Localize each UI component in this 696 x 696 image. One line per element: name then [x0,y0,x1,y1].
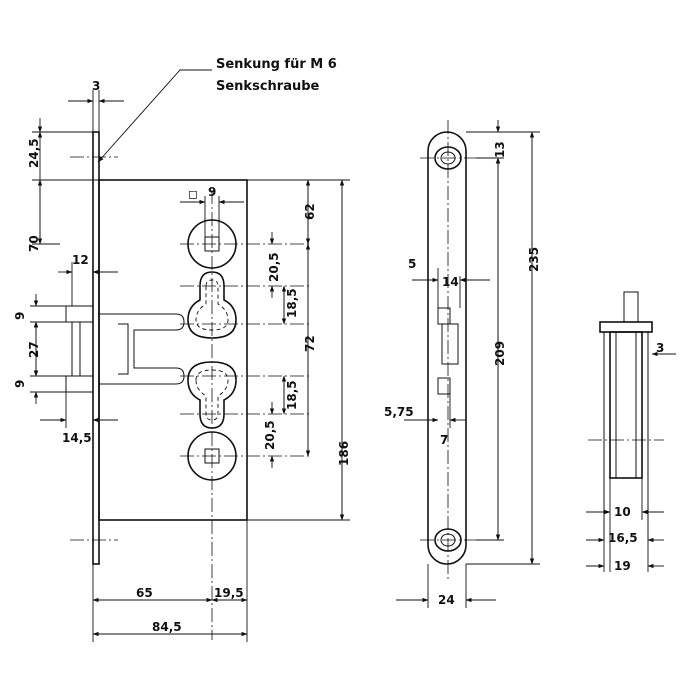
square-symbol: ◻ [188,187,198,201]
side-latch [623,291,639,323]
dim-label-18-5-bottom: 18,5 [285,380,299,410]
front-faceplate [92,131,100,565]
dim-faceplate-5: 5 [408,257,439,308]
dim-label-9-follower: 9 [208,185,216,199]
follower-bottom [180,431,312,481]
dim-side-3: 3 [651,341,676,357]
dim-side-bottom: 10 16,5 19 [586,478,664,573]
dim-faceplate-5-75: 5,75 [384,405,439,423]
dim-label-27: 27 [27,341,41,358]
follower-top [180,190,312,640]
faceplate-view: 5 14 5,75 7 13 209 [384,120,541,608]
dim-faceplate-14: 14 [442,275,490,308]
dim-faceplate-7: 7 [440,394,466,447]
dim-label-62: 62 [303,203,317,220]
dim-label-5-75: 5,75 [384,405,414,419]
dim-label-16-5: 16,5 [608,531,638,545]
side-view: 3 10 16,5 19 [586,291,676,573]
side-case-body [609,331,643,479]
dim-label-5: 5 [408,257,416,271]
latch-bolt [65,305,185,393]
dim-label-84-5: 84,5 [152,620,182,634]
note-leader [97,69,212,163]
dim-follower-diameter: ◻ 9 [180,185,244,237]
dim-label-18-5-top: 18,5 [285,288,299,318]
dim-label-65: 65 [136,586,153,600]
dim-label-14-5: 14,5 [62,431,92,445]
dim-label-12: 12 [72,253,89,267]
dim-label-19: 19 [614,559,631,573]
dim-left-chain: 24,5 70 [27,118,99,252]
front-view: 3 24,5 70 12 [13,79,351,642]
faceplate-latch-opening [437,307,459,395]
dim-latch-chain: 9 27 9 [13,294,72,404]
cylinder-cutout-1 [180,271,312,339]
dim-label-24: 24 [438,593,455,607]
dim-label-10: 10 [614,505,631,519]
dim-latch-width: 12 [58,253,118,306]
countersink-note: Senkung für M 6 Senkschraube [97,57,337,163]
dim-label-24-5: 24,5 [27,138,41,168]
side-faceplate-top [599,321,653,333]
dim-label-209: 209 [493,341,507,366]
dim-label-9-bottom: 9 [13,380,27,388]
dim-latch-projection: 14,5 [40,392,118,445]
dim-label-7: 7 [440,433,448,447]
dim-label-13: 13 [493,141,507,158]
dim-label-20-5-top: 20,5 [267,252,281,282]
dim-label-20-5-bottom: 20,5 [263,420,277,450]
dim-faceplate-thickness: 3 [68,79,124,132]
dim-label-72: 72 [303,335,317,352]
dim-label-70: 70 [27,235,41,252]
dim-faceplate-vertical: 13 209 235 [466,120,541,565]
dim-label-side-3: 3 [656,341,664,355]
dim-label-9-top: 9 [13,312,27,320]
dim-label-186: 186 [337,441,351,466]
dim-label-3: 3 [92,79,100,93]
dim-bottom-chain: 65 19,5 84,5 [92,520,248,642]
dim-right-chain: 62 20,5 18,5 72 18,5 20,5 186 [247,179,351,521]
dim-faceplate-width: 24 [396,564,496,608]
dim-label-235: 235 [527,247,541,272]
dim-label-19-5: 19,5 [214,586,244,600]
cylinder-cutout-2 [180,361,312,429]
dim-label-14: 14 [442,275,459,289]
faceplate-outline [427,131,467,565]
note-line-2: Senkschraube [216,79,320,94]
lock-case [98,179,248,521]
note-line-1: Senkung für M 6 [216,57,337,72]
